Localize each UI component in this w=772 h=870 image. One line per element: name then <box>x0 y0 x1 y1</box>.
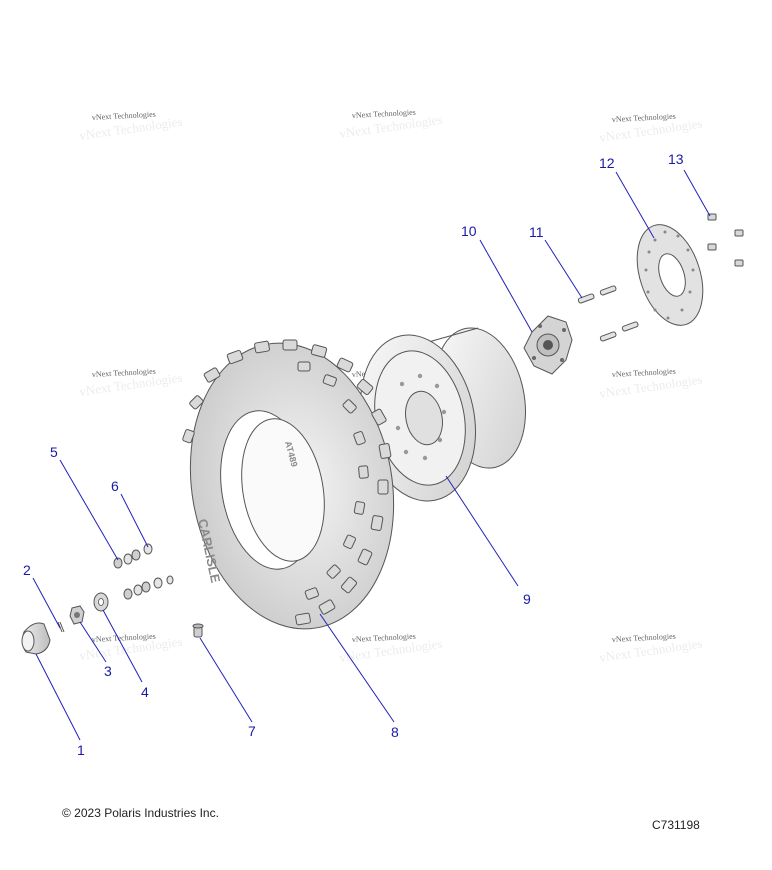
leader-13 <box>683 169 711 217</box>
wheel-rim <box>360 327 526 502</box>
castle-nut <box>69 605 85 625</box>
leader-12 <box>615 171 655 239</box>
leader-5 <box>59 459 119 561</box>
callout-11: 11 <box>529 224 544 240</box>
leader-3 <box>79 621 107 663</box>
leader-8 <box>319 613 395 723</box>
leader-2 <box>32 577 61 629</box>
wheel-studs <box>577 285 639 342</box>
svg-text:vNext Technologies: vNext Technologies <box>612 632 676 644</box>
callout-6: 6 <box>111 478 119 494</box>
svg-text:vNext Technologies: vNext Technologies <box>612 367 676 379</box>
svg-text:vNext Technologies: vNext Technologies <box>612 112 676 124</box>
leader-11 <box>544 239 583 299</box>
watermark-1: vNext Technologies vNext Technologies <box>78 110 183 143</box>
svg-text:vNext Technologies: vNext Technologies <box>352 632 416 644</box>
callout-1: 1 <box>77 742 85 758</box>
watermark-8: vNext Technologies vNext Technologies <box>338 632 443 665</box>
callout-2: 2 <box>23 562 31 578</box>
callout-5: 5 <box>50 444 58 460</box>
watermark-7: vNext Technologies vNext Technologies <box>78 632 183 663</box>
watermark-6: vNext Technologies vNext Technologies <box>598 367 703 401</box>
svg-text:vNext Technologies: vNext Technologies <box>92 632 156 644</box>
disc-bolts <box>707 213 744 267</box>
valve-stem <box>192 623 204 638</box>
callout-4: 4 <box>141 684 149 700</box>
callout-numbers: 1 2 3 4 5 6 7 8 9 10 11 12 13 <box>23 151 684 758</box>
tread-blocks <box>182 339 392 626</box>
watermark-9: vNext Technologies vNext Technologies <box>598 632 703 665</box>
watermark-2: vNext Technologies vNext Technologies <box>338 108 443 141</box>
lug-washers <box>123 543 174 596</box>
wheel-hub <box>523 315 573 375</box>
watermark-3: vNext Technologies vNext Technologies <box>598 112 703 145</box>
tire: CARLISLE AT489 <box>182 339 395 630</box>
lug-nuts <box>113 549 151 600</box>
wheel-cap <box>21 622 51 655</box>
leader-9 <box>445 475 519 587</box>
callout-10: 10 <box>461 223 477 239</box>
watermark-4: vNext Technologies vNext Technologies <box>78 367 183 399</box>
copyright-notice: © 2023 Polaris Industries Inc. <box>62 806 219 820</box>
leader-1 <box>35 653 81 741</box>
drawing-number: C731198 <box>652 818 700 832</box>
callout-7: 7 <box>248 723 256 739</box>
callout-13: 13 <box>668 151 684 167</box>
svg-text:vNext Technologies: vNext Technologies <box>92 367 156 379</box>
leader-6 <box>120 493 149 548</box>
brake-disc <box>636 224 704 326</box>
svg-text:vNext Technologies: vNext Technologies <box>92 110 156 122</box>
washer <box>93 592 109 612</box>
callout-8: 8 <box>391 724 399 740</box>
svg-text:vNext Technologies: vNext Technologies <box>352 108 416 120</box>
leader-lines <box>32 169 711 741</box>
callout-9: 9 <box>523 591 531 607</box>
leader-4 <box>102 609 143 683</box>
callout-12: 12 <box>599 155 615 171</box>
callout-3: 3 <box>104 663 112 679</box>
leader-7 <box>199 637 253 723</box>
leader-10 <box>479 239 533 333</box>
